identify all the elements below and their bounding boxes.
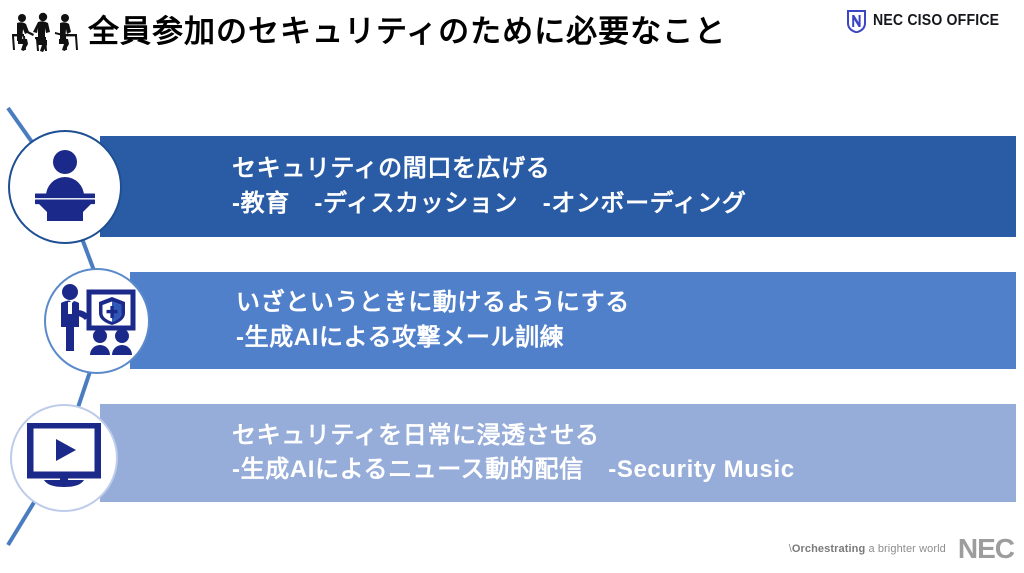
slide-footer: \Orchestrating a brighter world NEC [789, 533, 1015, 564]
brand-name-text: NEC CISO OFFICE [872, 12, 999, 29]
bar-1-detail: -教育 -ディスカッション -オンボーディング [232, 189, 747, 217]
nec-tagline: \Orchestrating a brighter world [789, 543, 946, 555]
monitor-play-video-icon [26, 421, 102, 494]
people-discussion-icon [8, 10, 82, 56]
tagline-rest: a brighter world [865, 543, 946, 555]
slide-header: 全員参加のセキュリティのために必要なこと NEC CISO OFFICE [0, 0, 1024, 72]
nec-shield-icon [846, 9, 866, 33]
bar-3-heading: セキュリティを日常に浸透させる [232, 421, 600, 449]
content-bar-3: セキュリティを日常に浸透させる -生成AIによるニュース動的配信 -Securi… [100, 404, 1016, 502]
training-presentation-shield-icon [57, 283, 137, 360]
bar-2-detail: -生成AIによる攻撃メール訓練 [236, 323, 565, 351]
bar-1-heading: セキュリティの間口を広げる [232, 155, 551, 183]
tagline-strong: Orchestrating [791, 543, 866, 555]
content-bar-1: セキュリティの間口を広げる -教育 -ディスカッション -オンボーディング [100, 136, 1016, 237]
monitor-play-icon-circle [10, 404, 118, 512]
page-title: 全員参加のセキュリティのために必要なこと [88, 14, 727, 49]
podium-speaker-icon [27, 149, 103, 226]
bar-2-heading: いざというときに動けるようにする [236, 289, 630, 317]
bar-3-detail: -生成AIによるニュース動的配信 -Security Music [232, 456, 795, 483]
training-presentation-icon-circle [44, 268, 150, 374]
podium-speaker-icon-circle [8, 130, 122, 244]
content-bar-2: いざというときに動けるようにする -生成AIによる攻撃メール訓練 [130, 272, 1016, 369]
nec-wordmark: NEC [957, 533, 1015, 564]
nec-ciso-office-logo: NEC CISO OFFICE [846, 9, 1016, 33]
tagline-mark: \ [788, 543, 792, 555]
